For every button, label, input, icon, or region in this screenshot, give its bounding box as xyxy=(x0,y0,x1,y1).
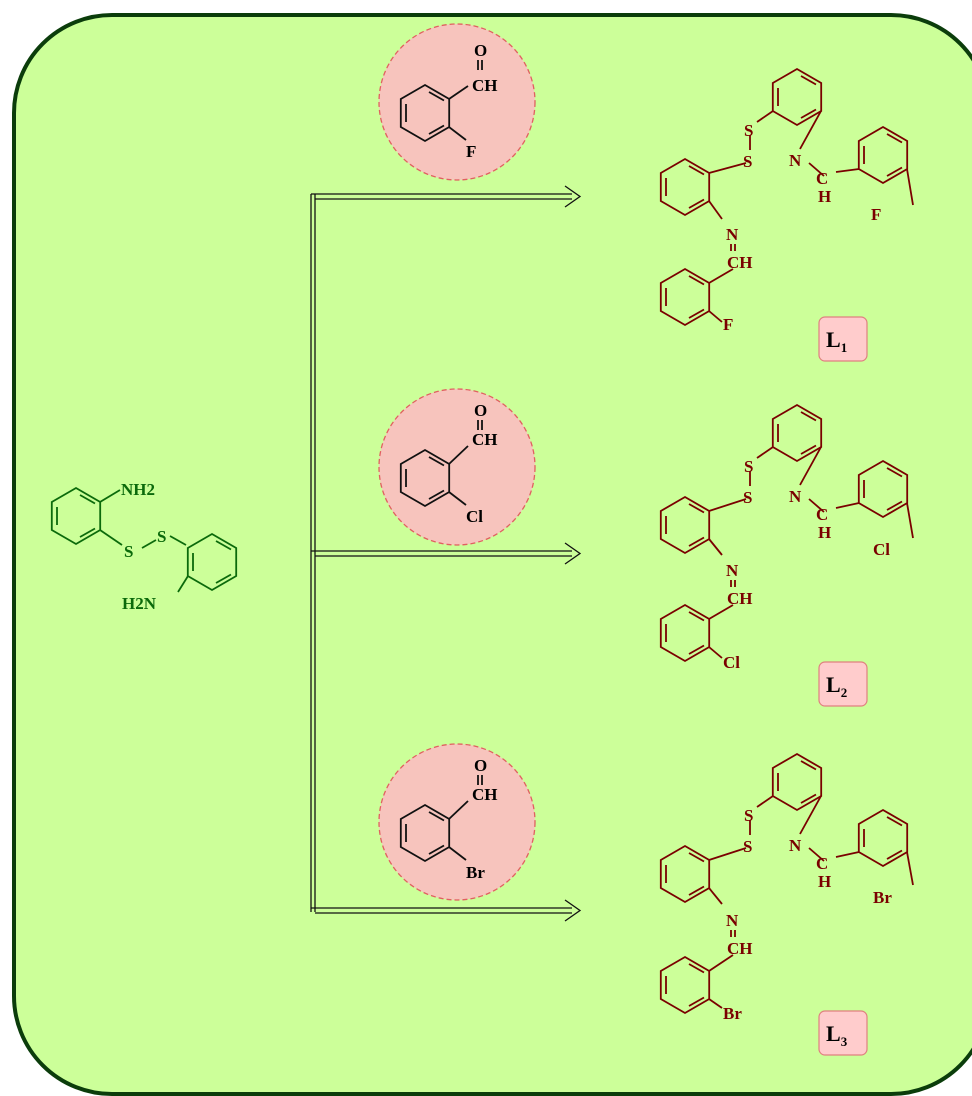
starting-material: NH2 S S H2N xyxy=(50,480,238,613)
svg-text:N: N xyxy=(726,225,739,244)
svg-text:CH: CH xyxy=(472,430,498,449)
svg-text:C: C xyxy=(816,854,828,873)
svg-text:Cl: Cl xyxy=(873,540,890,559)
svg-text:F: F xyxy=(871,205,881,224)
reaction-scheme: NH2 S S H2N O CH F xyxy=(50,23,914,1056)
reagent-3: O CH Br xyxy=(378,743,536,901)
svg-text:Br: Br xyxy=(466,863,485,882)
svg-text:CH: CH xyxy=(727,253,753,272)
reagent-circle xyxy=(378,388,536,546)
svg-text:N: N xyxy=(726,561,739,580)
h2n-label: H2N xyxy=(122,594,157,613)
reagent-2: O CH Cl xyxy=(378,388,536,546)
svg-text:S: S xyxy=(744,457,753,476)
svg-text:O: O xyxy=(474,401,487,420)
product-1: S S N C H F N CH F L1 xyxy=(659,68,914,362)
svg-text:H: H xyxy=(818,187,831,206)
nh2-label: NH2 xyxy=(121,480,155,499)
svg-text:S: S xyxy=(744,806,753,825)
svg-text:O: O xyxy=(474,756,487,775)
ligand-label: L1 xyxy=(826,327,847,355)
svg-text:C: C xyxy=(816,505,828,524)
svg-text:S: S xyxy=(743,488,752,507)
ligand-label: L2 xyxy=(826,672,847,700)
svg-text:CH: CH xyxy=(727,939,753,958)
svg-text:N: N xyxy=(726,911,739,930)
svg-text:CH: CH xyxy=(472,76,498,95)
svg-text:H: H xyxy=(818,872,831,891)
ligand-label-box xyxy=(818,661,868,707)
svg-text:CH: CH xyxy=(727,589,753,608)
svg-text:N: N xyxy=(789,836,802,855)
product-3: S S N C H Br N CH Br L3 xyxy=(659,753,914,1056)
reagent-circle xyxy=(378,23,536,181)
ligand-label-box xyxy=(818,1010,868,1056)
reaction-arrows xyxy=(310,185,582,922)
sulfur-2-label: S xyxy=(157,527,166,546)
svg-text:F: F xyxy=(723,315,733,334)
sulfur-1-label: S xyxy=(124,542,133,561)
svg-text:N: N xyxy=(789,151,802,170)
reagent-1: O CH F xyxy=(378,23,536,181)
svg-text:Br: Br xyxy=(873,888,892,907)
svg-text:O: O xyxy=(474,41,487,60)
svg-text:F: F xyxy=(466,142,476,161)
product-2: S S N C H Cl N CH Cl L2 xyxy=(659,404,914,707)
ligand-label: L3 xyxy=(826,1021,848,1049)
svg-text:S: S xyxy=(744,121,753,140)
svg-text:Cl: Cl xyxy=(466,507,483,526)
svg-text:H: H xyxy=(818,523,831,542)
svg-text:N: N xyxy=(789,487,802,506)
ligand-label-box xyxy=(818,316,868,362)
svg-text:S: S xyxy=(743,837,752,856)
svg-text:S: S xyxy=(743,152,752,171)
svg-text:CH: CH xyxy=(472,785,498,804)
svg-text:Br: Br xyxy=(723,1004,742,1023)
svg-text:Cl: Cl xyxy=(723,653,740,672)
reagent-circle xyxy=(378,743,536,901)
svg-text:C: C xyxy=(816,169,828,188)
